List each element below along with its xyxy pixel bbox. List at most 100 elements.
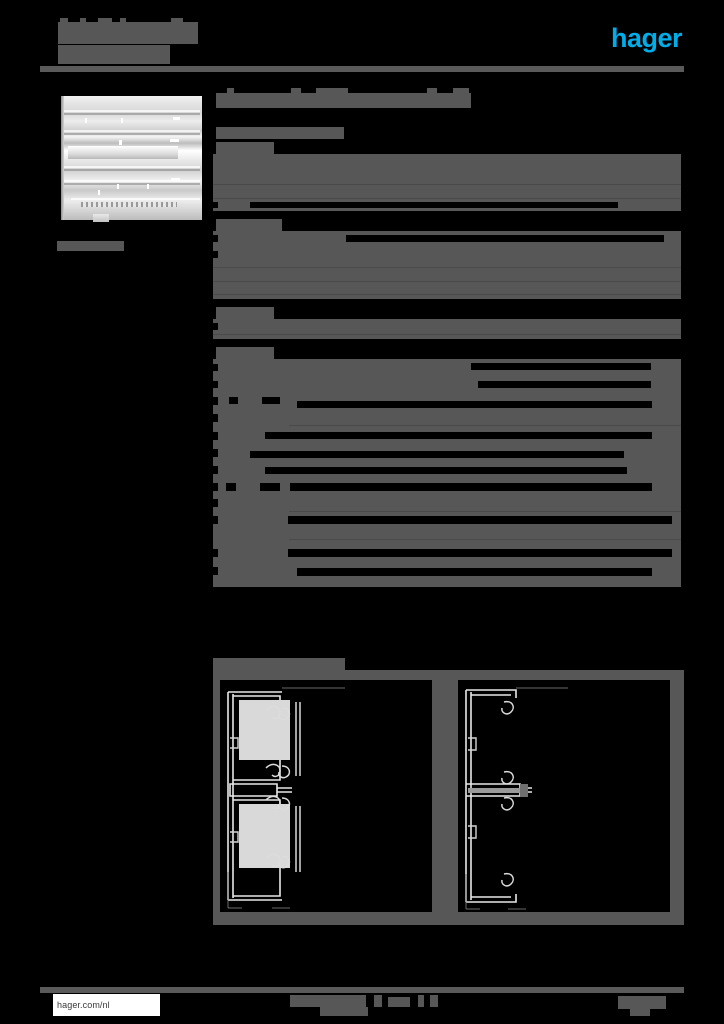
spec-group-4 — [213, 347, 684, 587]
spec-g4-row3-bullet-gap — [213, 397, 218, 405]
product-title-ascender-1 — [227, 88, 234, 94]
product-title-ascender-4 — [427, 88, 437, 94]
spec-group-2-body — [213, 231, 681, 299]
spec-g4-row11-underline — [289, 539, 681, 540]
spec-g4-row3-inline-gap-b — [262, 397, 280, 404]
spec-group-3 — [213, 307, 684, 339]
footer-center-redaction-3 — [374, 995, 382, 1007]
drawing-panel-base-profile — [458, 680, 670, 912]
technical-drawings-section — [213, 658, 684, 925]
spec-group-2 — [213, 219, 684, 299]
footer-divider — [40, 987, 684, 993]
spec-row-1-underline — [213, 184, 681, 185]
profile-groove-2 — [64, 133, 200, 135]
profile-groove-4 — [64, 183, 200, 185]
base-shelf-shading — [468, 788, 520, 793]
profile-ridge-2 — [64, 130, 200, 132]
upper-lid-face — [239, 700, 290, 760]
spec-g4-row2-bullet-gap — [213, 381, 218, 388]
spec-group-1-heading-redaction — [216, 142, 274, 154]
footer-center-redaction-2 — [320, 1007, 368, 1016]
spec-g3-row1-underline — [213, 334, 681, 335]
spec-g4-row13-bullet-gap — [213, 567, 218, 575]
spec-g3-row1-bullet-gap — [213, 323, 218, 330]
spec-group-3-body — [213, 319, 681, 339]
profile-foot — [93, 214, 109, 222]
footer-center-redaction-4 — [388, 997, 410, 1007]
profile-highlight-b — [121, 118, 123, 123]
base-dimension-leader-lines — [465, 687, 568, 910]
document-subtitle-redaction — [58, 45, 170, 64]
product-title-ascender-2 — [291, 88, 301, 94]
product-title — [213, 88, 684, 118]
spec-g4-row5-bullet-gap — [213, 432, 218, 440]
profile-highlight-g — [147, 184, 149, 189]
page-header: hager — [0, 0, 724, 72]
spec-g4-row1-value-gap — [471, 363, 651, 370]
product-photo-caption-redaction — [57, 241, 124, 251]
base-snap-fit-hooks — [501, 700, 514, 887]
spec-g2-row3-underline — [213, 281, 681, 282]
profile-highlight-e — [170, 139, 179, 142]
profile-ridge-3 — [64, 166, 200, 168]
profile-highlight-d — [119, 140, 122, 145]
product-photo-left-edge — [61, 96, 64, 220]
product-title-ascender-3 — [316, 88, 348, 94]
spec-g4-row8-bullet-gap — [213, 483, 218, 491]
profile-ridge-1 — [64, 110, 200, 112]
page-footer: hager.com/nl — [40, 987, 684, 1017]
profile-highlight-h — [171, 178, 180, 181]
base-mounting-rail-slots — [468, 737, 477, 839]
specifications-table — [213, 142, 684, 587]
spec-g4-row2-value-gap — [478, 381, 651, 388]
spec-g4-row13-value-gap — [297, 568, 652, 576]
spec-g4-row8-value-gap — [290, 483, 652, 491]
spec-g2-row1-value-gap — [346, 235, 664, 242]
spec-separator-1 — [213, 211, 684, 219]
profile-ridge-5 — [71, 198, 200, 200]
document-title-ascender-1 — [60, 18, 68, 23]
spec-g4-row6-bullet-gap — [213, 449, 218, 457]
hager-logo: hager — [594, 22, 683, 53]
profile-groove-3 — [64, 169, 200, 171]
document-title-ascender-5 — [171, 18, 183, 23]
spec-g2-row2-underline — [213, 267, 681, 268]
dimension-leader-lines — [227, 687, 345, 909]
hager-logo-text: hager — [610, 22, 683, 53]
footer-center-redaction-6 — [430, 995, 438, 1007]
trunking-cross-section-with-lids-svg — [227, 687, 345, 909]
spec-g4-row12-value-gap — [288, 549, 672, 557]
profile-highlight-c — [173, 117, 180, 120]
product-reference-redaction — [216, 127, 344, 139]
spec-g4-row6-value-gap — [250, 451, 624, 458]
base-shelf-end-shading — [520, 784, 528, 797]
footer-right-redaction-2 — [630, 1009, 650, 1016]
mounting-rail-slots — [230, 737, 239, 843]
spec-g4-row3-inline-gap-a — [229, 397, 238, 404]
header-divider — [40, 66, 684, 72]
footer-url-link[interactable]: hager.com/nl — [57, 1000, 110, 1010]
spec-group-2-heading-redaction — [216, 219, 282, 231]
profile-ridge-4 — [64, 180, 200, 182]
footer-url-box[interactable]: hager.com/nl — [53, 994, 160, 1016]
spec-g4-row10-bullet-gap — [213, 516, 218, 524]
spec-group-1-body — [213, 154, 681, 211]
main-content — [213, 88, 684, 587]
spec-g4-row9-underline — [289, 511, 681, 512]
spec-g4-row9-bullet-gap — [213, 499, 218, 507]
spec-g4-row4-underline — [289, 425, 681, 426]
lid-edge-strips — [295, 702, 301, 872]
spec-group-1 — [213, 142, 684, 211]
spec-row-3-bullet-gap — [213, 202, 218, 208]
document-title-ascender-4 — [120, 18, 126, 23]
footer-center-redaction-1 — [290, 995, 366, 1007]
spec-g4-row8-chip-gap-a — [226, 483, 236, 491]
spec-group-4-heading-redaction — [216, 347, 274, 359]
document-title-ascender-2 — [80, 18, 86, 23]
spec-g4-row10-value-gap — [288, 516, 672, 524]
trunking-base-profile-svg — [465, 687, 568, 910]
product-title-ascender-5 — [453, 88, 469, 94]
document-title-redaction — [58, 22, 198, 44]
spec-g2-row4-underline — [213, 294, 681, 295]
